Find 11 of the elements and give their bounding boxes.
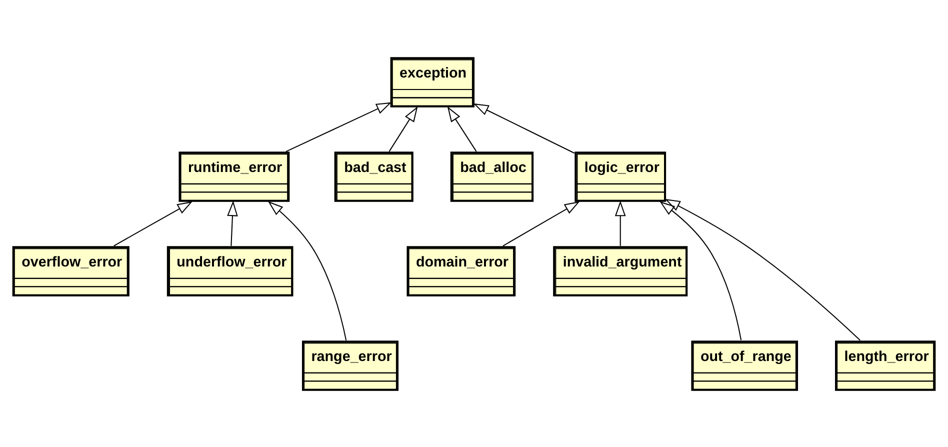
- arrow: [286, 102, 392, 152]
- arrow: [114, 200, 193, 246]
- arrow: [502, 200, 580, 246]
- arrow: [268, 200, 347, 340]
- arrow: [660, 200, 742, 340]
- arrow: [227, 200, 238, 246]
- arrow: [664, 198, 860, 340]
- arrow: [473, 102, 575, 154]
- arrow: [614, 200, 626, 246]
- arrow: [388, 106, 418, 152]
- arrow: [447, 106, 477, 152]
